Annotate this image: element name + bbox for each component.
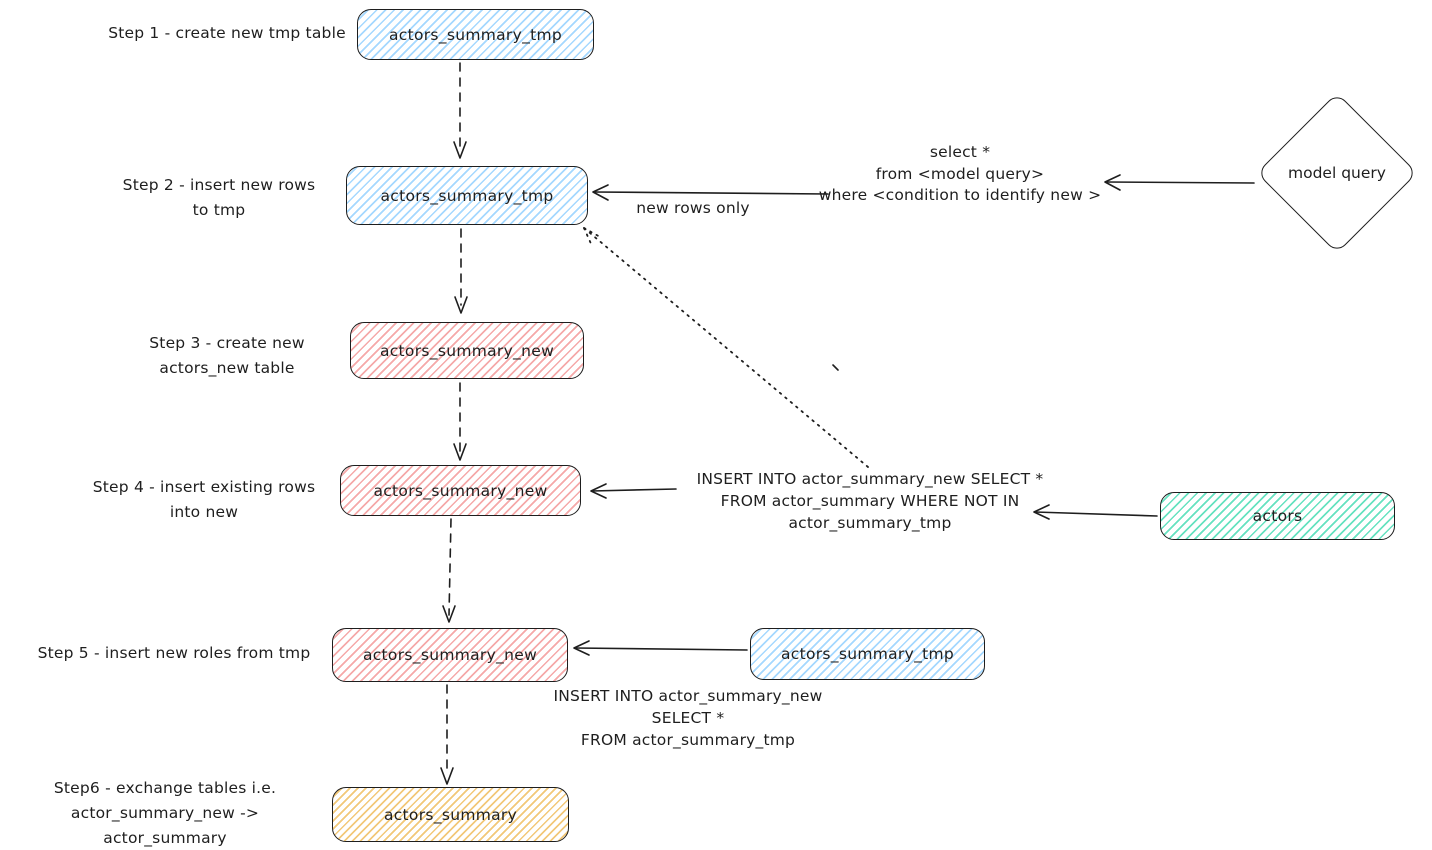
step-2-node: actors_summary_tmp [346,166,588,225]
model-query-diamond: model query [1256,92,1418,254]
step-3-node: actors_summary_new [350,322,584,379]
step-6-node-label: actors_summary [383,805,518,824]
step-4-node-label: actors_summary_new [373,481,548,500]
arrow-step1-to-step2 [453,62,467,159]
step-5-sql-annotation: INSERT INTO actor_summary_new SELECT * F… [553,687,823,749]
step-1-label: Step 1 - create new tmp table [108,24,346,42]
step-4-sql-annotation: INSERT INTO actor_summary_new SELECT * F… [696,470,1044,532]
step-5-node: actors_summary_new [332,628,568,682]
dotted-reference-tmp [583,227,869,468]
step-1-node-label: actors_summary_tmp [388,25,563,44]
step-4-node: actors_summary_new [340,465,581,516]
arrow-step4sql-to-step4 [590,483,677,499]
arrow-step2-to-step3 [454,228,468,314]
step-6-label: Step6 - exchange tables i.e. actor_summa… [53,779,277,847]
tmp-source-node-label: actors_summary_tmp [780,645,955,663]
step-1-node: actors_summary_tmp [357,9,594,60]
arrow-step4-to-step5 [442,518,456,623]
step-3-label: Step 3 - create new actors_new table [149,334,305,377]
step-4-label: Step 4 - insert existing rows into new [92,478,316,521]
step-5-label: Step 5 - insert new roles from tmp [37,644,311,662]
new-rows-only-label: new rows only [636,199,750,217]
tmp-source-node: actors_summary_tmp [750,628,985,680]
step-3-node-label: actors_summary_new [379,341,555,360]
step-2-label: Step 2 - insert new rows to tmp [122,176,316,219]
arrow-tmp-to-step5 [573,640,748,656]
stray-mark [832,364,839,371]
model-query-label: model query [1288,164,1386,182]
arrow-step5-to-step6 [440,684,454,785]
arrow-step3-to-step4 [453,382,467,461]
actors-node: actors [1160,492,1395,540]
step-6-node: actors_summary [332,787,569,842]
actors-node-label: actors [1252,507,1303,525]
step-2-node-label: actors_summary_tmp [380,186,554,205]
step-2-sql-annotation: select * from <model query> where <condi… [818,143,1102,204]
step-5-node-label: actors_summary_new [362,646,538,664]
arrow-modelquery-to-query [1104,174,1255,191]
